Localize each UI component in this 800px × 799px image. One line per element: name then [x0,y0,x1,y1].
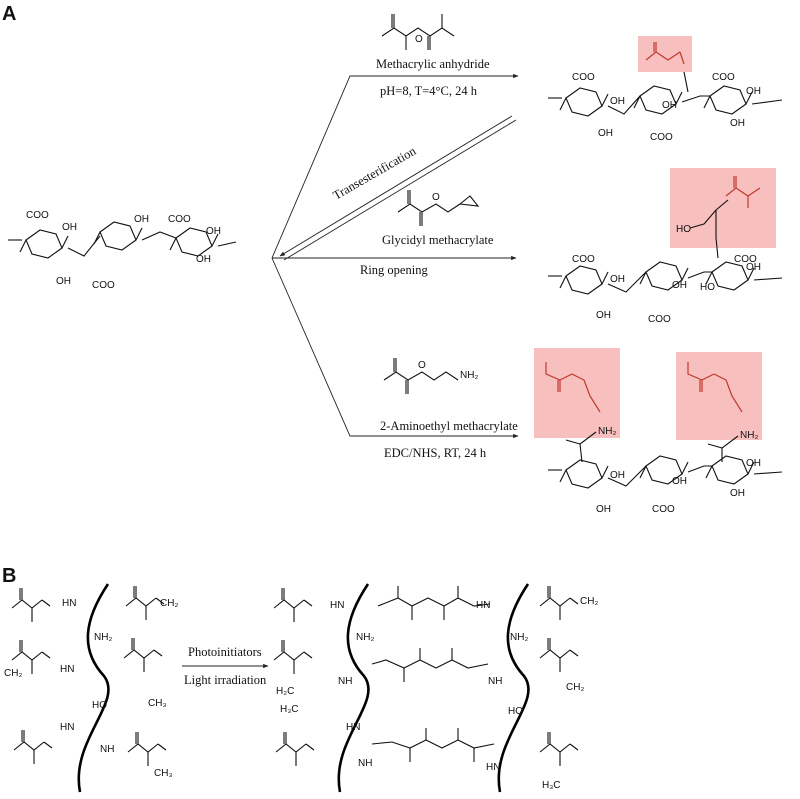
coo-label: COO [652,504,675,515]
coo-label: COO [92,280,115,291]
nh2-label: NH₂ [94,632,112,643]
hn-label: HN [346,722,360,733]
ho-label: HO [700,282,715,293]
hn-label: HN [486,762,500,773]
o-label: O [418,360,426,371]
oh-label: OH [672,280,687,291]
uncrosslinked-polymer-structure: HN NH₂ HN HN HO NH CH₂ CH₂ CH₃ CH₃ [4,583,178,793]
h3c-label: H₃C [280,704,299,715]
coo-label: COO [712,72,735,83]
coo-label: COO [734,254,757,265]
nh-label: NH [338,676,352,687]
reagent-3-label: 2-Aminoethyl methacrylate [380,419,518,433]
oh-label: OH [598,128,613,139]
o-label: O [415,34,423,45]
nh2-label: NH₂ [598,426,616,437]
reagent-2-conditions: Ring opening [360,263,428,277]
oh-label: OH [746,458,761,469]
methacrylic-anhydride-structure: O [381,14,455,50]
coo-label: COO [650,132,673,143]
nh-label: NH [358,758,372,769]
hn-label: HN [330,600,344,611]
oh-label: OH [56,276,71,287]
oh-label: OH [596,504,611,515]
oh-label: OH [134,214,149,225]
ch2-label: CH₂ [160,598,178,609]
ho-label: HO [676,224,691,235]
oh-label: OH [662,100,677,111]
reagent-1-conditions: pH=8, T=4°C, 24 h [380,84,478,98]
oh-label: OH [730,488,745,499]
alginate-start-structure: COO COO COO OH OH OH OH OH [8,210,237,291]
highlight-box [638,36,692,72]
ho-label: HO [508,706,523,717]
coo-label: COO [648,314,671,325]
ho-label: HO [92,700,107,711]
oh-label: OH [62,222,77,233]
ch3-label: CH₃ [148,698,167,709]
oh-label: OH [610,470,625,481]
nh2-label: NH₂ [510,632,528,643]
product-glycidyl-methacrylated-alginate: HO COO COO COO OH OH OH HO OH [548,168,783,325]
highlight-box [670,168,776,248]
coo-label: COO [572,72,595,83]
coo-label: COO [168,214,191,225]
product-methacrylated-alginate: COO COO COO OH OH OH OH OH [548,36,783,143]
nh2-label: NH₂ [460,370,478,381]
panel-label-b: B [2,565,16,587]
ch3-label: CH₃ [154,768,173,779]
oh-label: OH [672,476,687,487]
nh-label: NH [100,744,114,755]
hn-label: HN [60,664,74,675]
ch2-label: CH₂ [580,596,598,607]
crosslinked-network-structure: NH₂ NH₂ NH NH HN HO NH HN HN HN H₂C H₃C … [273,583,598,793]
coo-label: COO [572,254,595,265]
reaction-arrows [271,73,519,439]
o-label: O [432,192,440,203]
oh-label: OH [596,310,611,321]
aminoethyl-methacrylate-structure: O NH₂ [383,358,478,394]
h3c-label: H₃C [542,780,561,791]
ch2-label: CH₂ [566,682,584,693]
oh-label: OH [746,86,761,97]
oh-label: OH [610,274,625,285]
oh-label: OH [206,226,221,237]
reagent-1-label: Methacrylic anhydride [376,57,490,71]
oh-label: OH [196,254,211,265]
crosslink-line-1: Photoinitiators [188,645,262,659]
hn-label: HN [62,598,76,609]
reagent-3-conditions: EDC/NHS, RT, 24 h [384,446,487,460]
product-aminoethyl-methacrylated-alginate: NH₂ NH₂ OH COO OH OH OH OH [534,348,783,515]
nh2-label: NH₂ [740,430,758,441]
reagent-2-label: Glycidyl methacrylate [382,233,494,247]
oh-label: OH [730,118,745,129]
highlight-box [676,352,762,440]
crosslink-line-2: Light irradiation [184,673,267,687]
hn-label: HN [60,722,74,733]
highlight-box [534,348,620,438]
nh2-label: NH₂ [356,632,374,643]
hn-label: HN [476,600,490,611]
ch2-label: CH₂ [4,668,22,679]
panel-label-a: A [2,3,16,25]
h2c-label: H₂C [276,686,294,697]
nh-label: NH [488,676,502,687]
transesterification-label: Transesterification [331,143,419,202]
oh-label: OH [746,262,761,273]
oh-label: OH [610,96,625,107]
glycidyl-methacrylate-structure: O [397,190,480,226]
coo-label: COO [26,210,49,221]
